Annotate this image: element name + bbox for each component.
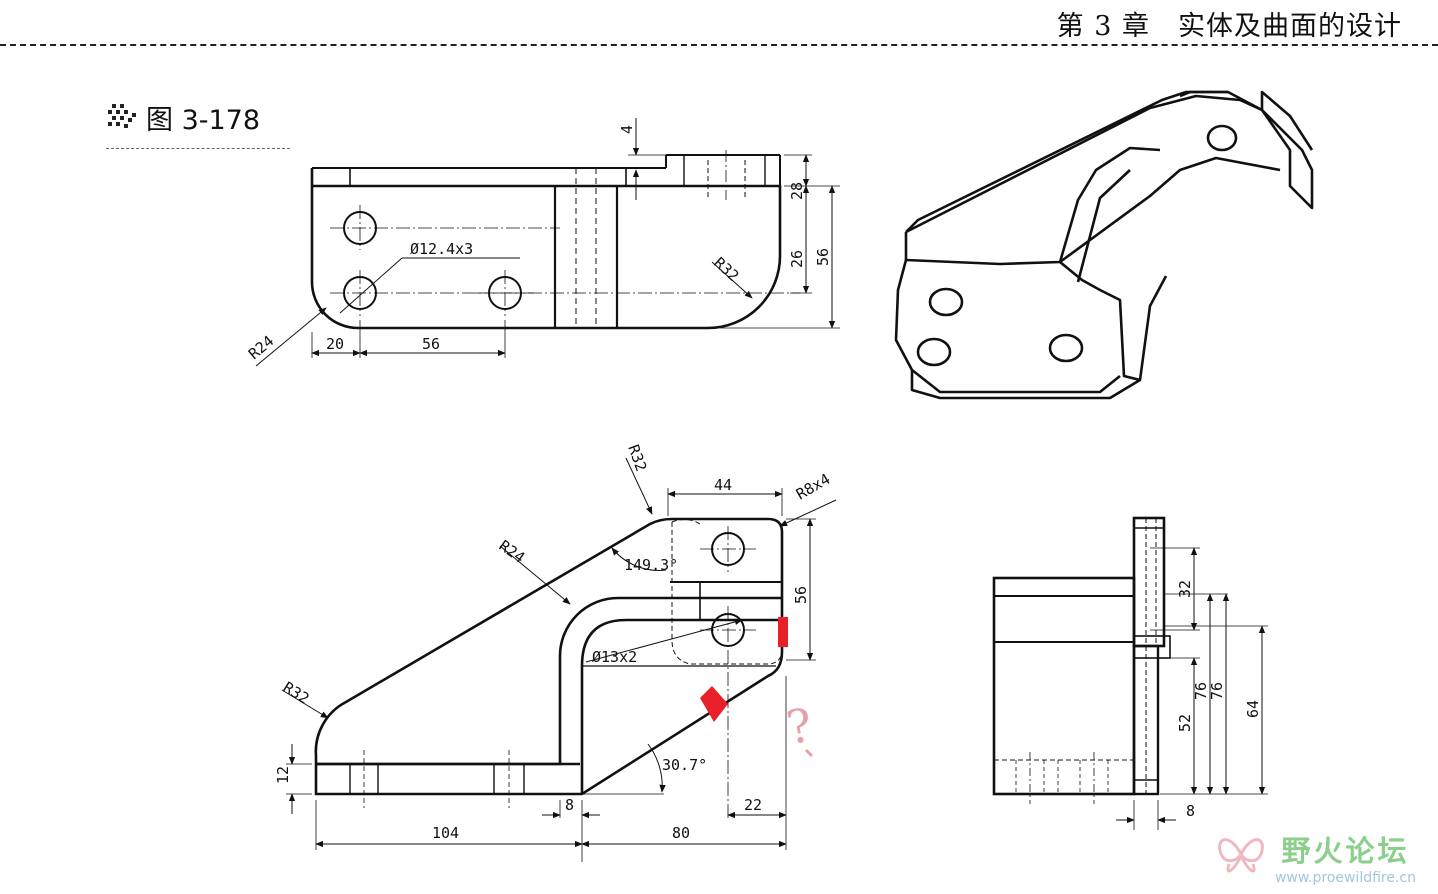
front-dim-angle-30: 30.7° bbox=[662, 756, 707, 774]
top-view bbox=[255, 118, 840, 367]
isometric-view bbox=[894, 90, 1314, 400]
front-view bbox=[281, 457, 837, 862]
front-dim-angle-149: 149.3° bbox=[624, 556, 678, 574]
dim-r24: R24 bbox=[245, 332, 277, 363]
front-dim-holes: Ø13x2 bbox=[592, 648, 637, 666]
figure-label: 图 3-178 bbox=[106, 98, 291, 149]
front-dim-104: 104 bbox=[432, 824, 459, 842]
dim-56: 56 bbox=[814, 248, 832, 266]
front-dim-r8: R8x4 bbox=[793, 470, 833, 504]
front-dim-22: 22 bbox=[744, 796, 762, 814]
top-view-holes bbox=[343, 211, 522, 310]
front-view-inner-bend bbox=[316, 596, 782, 766]
side-dim-64: 64 bbox=[1244, 700, 1262, 718]
dim-26: 26 bbox=[788, 250, 806, 268]
front-dim-80: 80 bbox=[672, 824, 690, 842]
side-view-flange bbox=[1132, 516, 1166, 648]
side-dim-8: 8 bbox=[1186, 802, 1195, 820]
red-markup: ? bbox=[700, 617, 817, 758]
front-dim-56: 56 bbox=[792, 586, 810, 604]
top-view-outline bbox=[310, 168, 782, 330]
dim-r32: R32 bbox=[710, 254, 742, 286]
red-mark-vertical bbox=[778, 617, 788, 647]
side-view bbox=[992, 516, 1268, 830]
handwritten-question: ? bbox=[783, 697, 817, 754]
front-dim-r32-top: R32 bbox=[624, 442, 650, 474]
side-dim-52: 52 bbox=[1176, 714, 1194, 732]
front-dim-8: 8 bbox=[565, 796, 574, 814]
butterfly-logo-icon bbox=[1218, 838, 1264, 873]
front-dim-r32-left: R32 bbox=[280, 678, 313, 708]
front-dim-12: 12 bbox=[274, 766, 292, 784]
header-divider bbox=[0, 44, 1438, 46]
front-view-outline bbox=[314, 517, 784, 796]
watermark-url: www.proewildfire.cn bbox=[1274, 870, 1416, 886]
front-view-dimensions: R32 44 R8x4 149.3° R24 56 Ø13x2 R32 12 3… bbox=[274, 442, 833, 842]
red-mark-diagonal bbox=[700, 686, 728, 722]
side-dim-32: 32 bbox=[1176, 580, 1194, 598]
dim-28: 28 bbox=[788, 182, 806, 200]
dim-56-horizontal: 56 bbox=[422, 335, 440, 353]
front-dim-44: 44 bbox=[714, 476, 732, 494]
chapter-header: 第 3 章 实体及曲面的设计 bbox=[1056, 11, 1402, 42]
watermark-title: 野火论坛 bbox=[1281, 834, 1410, 868]
dim-20: 20 bbox=[326, 335, 344, 353]
side-view-body bbox=[992, 576, 1136, 796]
dim-4: 4 bbox=[618, 125, 636, 134]
side-dim-76-b: 76 bbox=[1208, 682, 1226, 700]
forum-watermark: 野火论坛 www.proewildfire.cn bbox=[1218, 828, 1416, 886]
dim-holes: Ø12.4x3 bbox=[410, 240, 473, 258]
front-dim-r24: R24 bbox=[496, 537, 529, 567]
diamond-dots-icon bbox=[108, 104, 136, 128]
side-view-dimensions: 32 76 76 52 64 8 bbox=[1176, 580, 1262, 820]
side-dim-76-a: 76 bbox=[1192, 682, 1210, 700]
figure-label-text: 图 3-178 bbox=[146, 105, 261, 136]
